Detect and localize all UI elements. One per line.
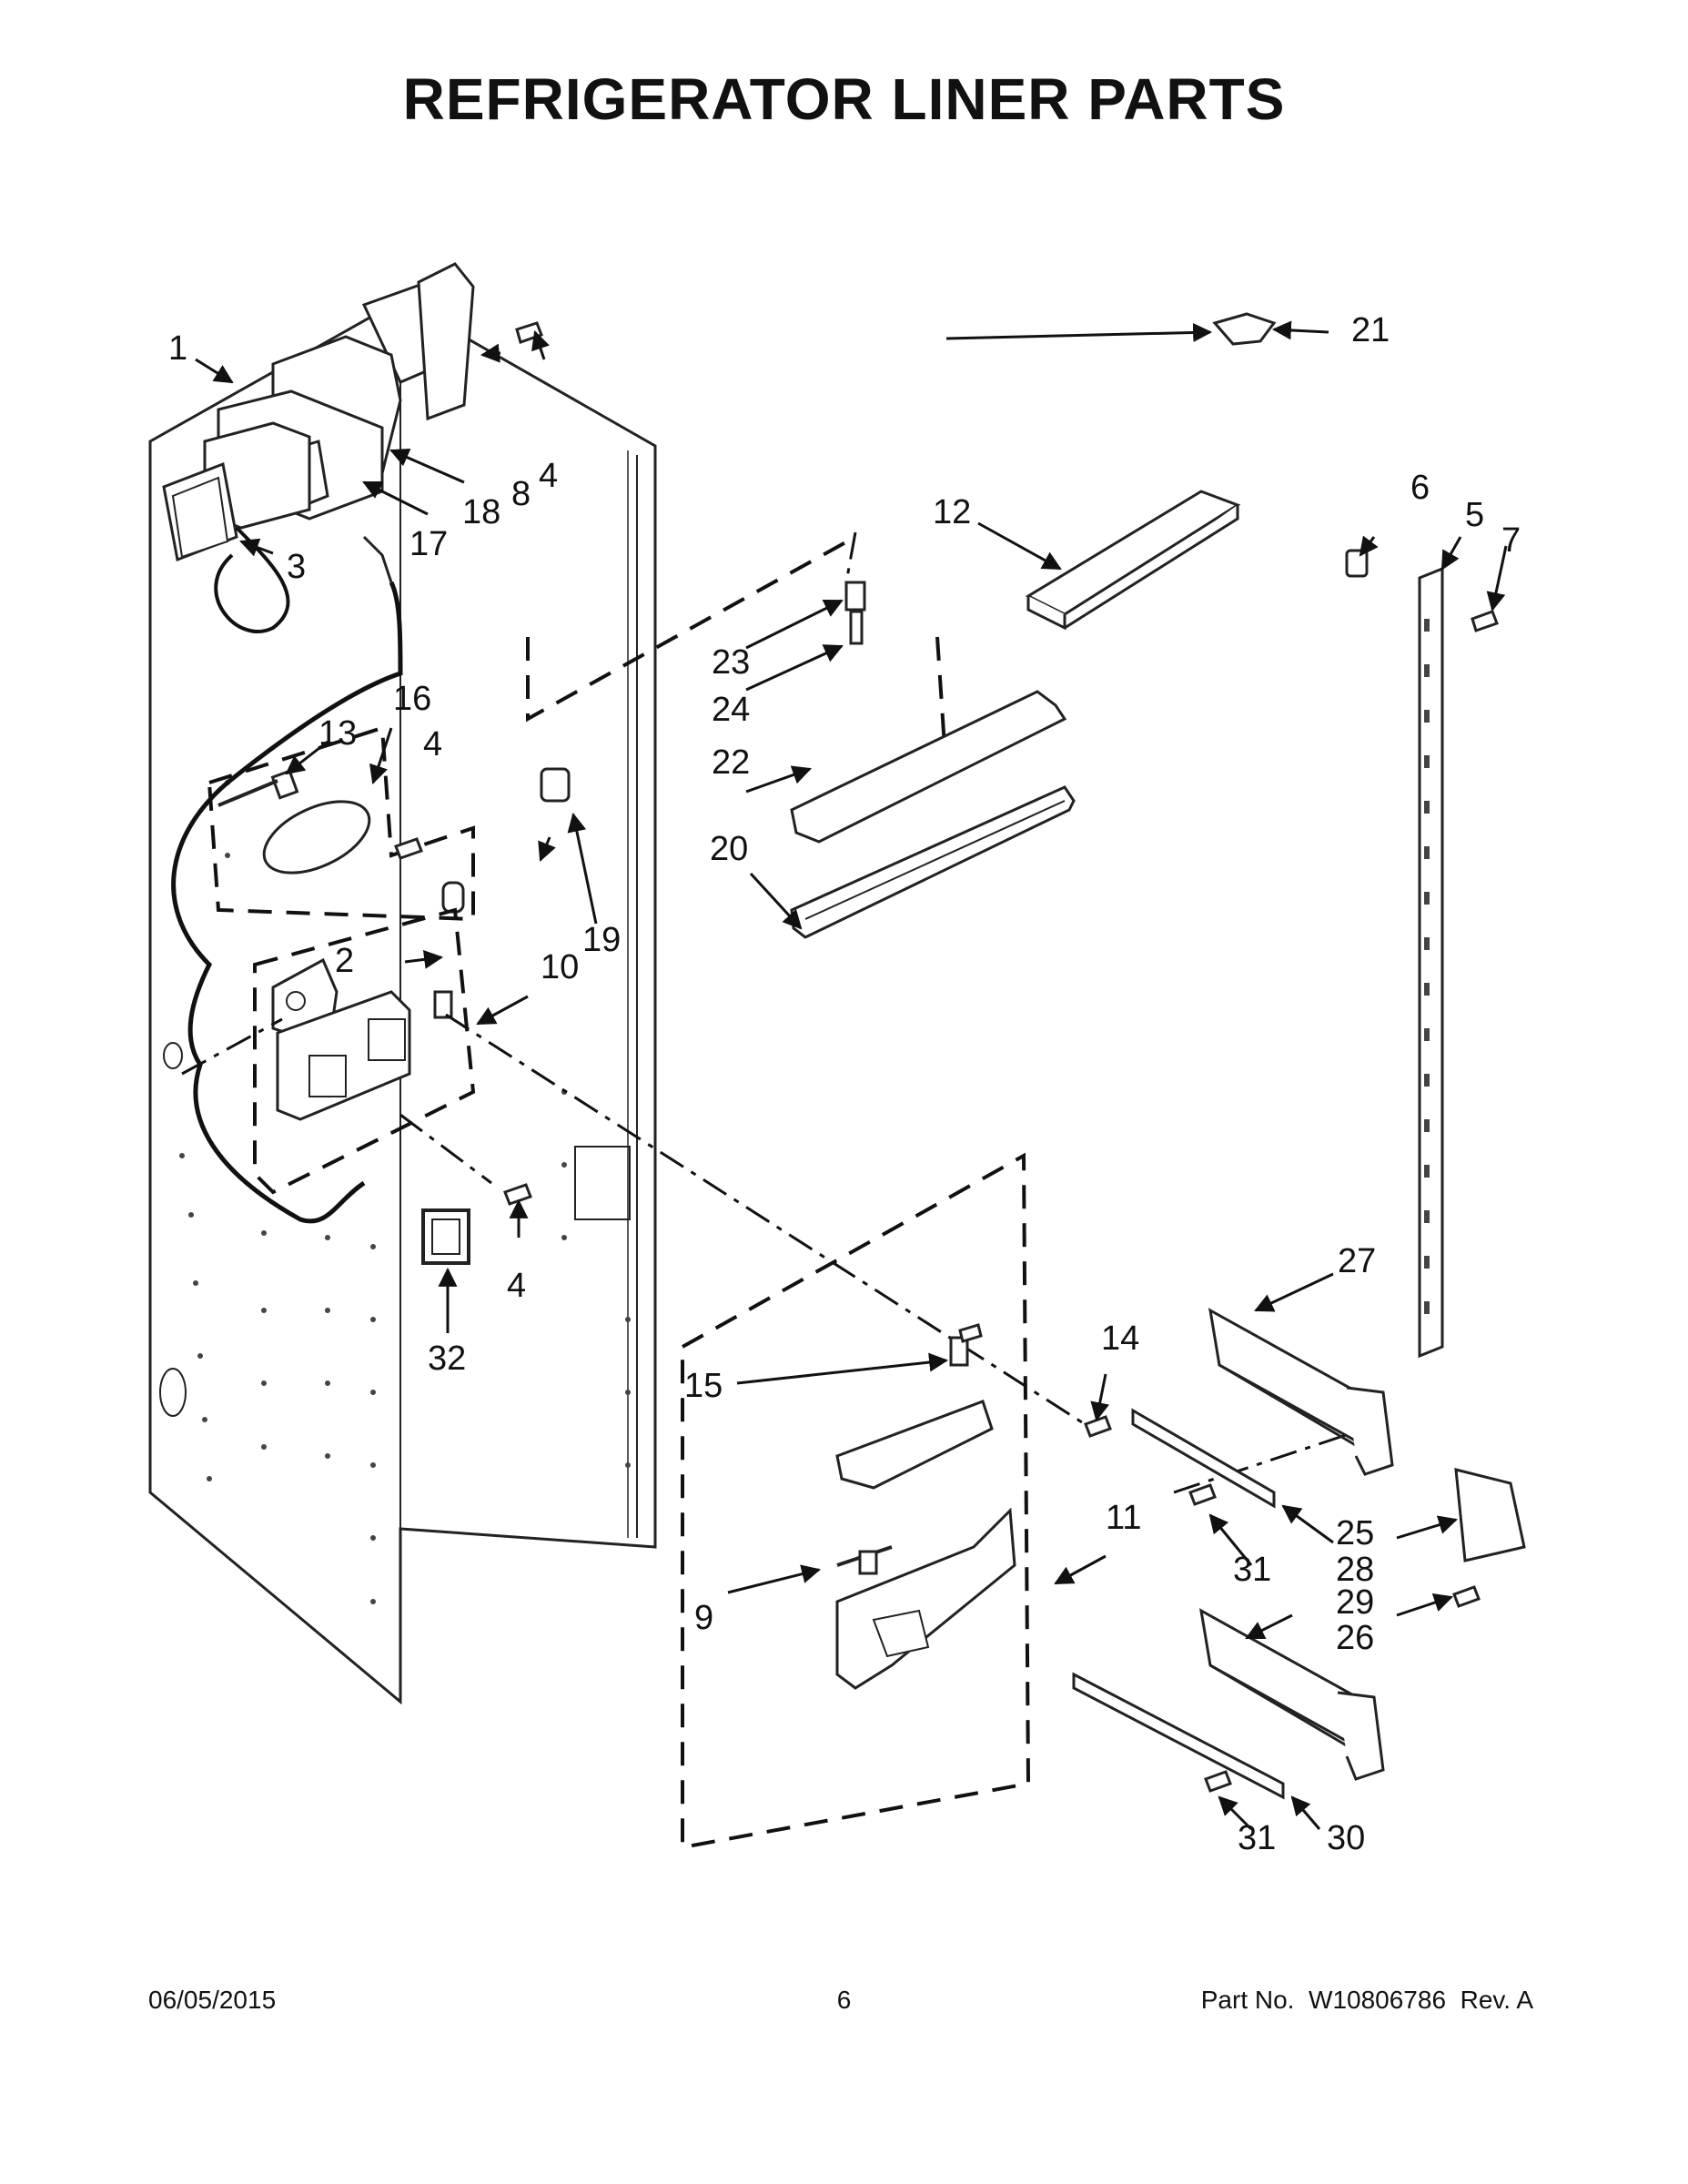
callout-2: 2 bbox=[335, 942, 354, 980]
callout-10: 10 bbox=[541, 948, 579, 986]
callout-4-bottom: 4 bbox=[507, 1267, 526, 1305]
callout-31-lower: 31 bbox=[1238, 1819, 1276, 1857]
slide-rail-28 bbox=[1131, 1408, 1276, 1509]
footer-page-number: 6 bbox=[836, 1986, 852, 2014]
callout-3: 3 bbox=[287, 548, 306, 586]
callout-25: 25 bbox=[1336, 1514, 1374, 1552]
callout-13: 13 bbox=[318, 714, 357, 753]
dashed-group-boxes bbox=[207, 535, 1031, 1850]
callout-27: 27 bbox=[1338, 1242, 1376, 1280]
callout-30: 30 bbox=[1327, 1819, 1365, 1857]
callout-24: 24 bbox=[712, 691, 750, 729]
leader-arrows bbox=[195, 320, 1508, 1831]
callout-4-top: 4 bbox=[539, 457, 558, 495]
shelf-rail bbox=[1418, 566, 1444, 1359]
callout-19: 19 bbox=[582, 921, 621, 959]
light-bracket-22 bbox=[790, 690, 1067, 844]
light-socket-23 bbox=[844, 581, 866, 645]
callout-9: 9 bbox=[694, 1599, 713, 1637]
sensor-19 bbox=[540, 767, 571, 803]
callout-11: 11 bbox=[1106, 1499, 1141, 1537]
callout-21: 21 bbox=[1351, 311, 1390, 349]
gasket-32 bbox=[421, 1208, 470, 1265]
control-housing bbox=[271, 957, 411, 1121]
control-panel-25 bbox=[1454, 1468, 1526, 1562]
callout-5: 5 bbox=[1465, 496, 1484, 534]
centerlines bbox=[181, 531, 1366, 1494]
callout-6: 6 bbox=[1410, 469, 1430, 507]
callout-29: 29 bbox=[1336, 1583, 1374, 1622]
screws bbox=[394, 321, 1499, 1793]
callout-7: 7 bbox=[1501, 521, 1521, 560]
callout-17: 17 bbox=[409, 525, 448, 563]
light-cover-12 bbox=[1025, 490, 1241, 631]
callout-12: 12 bbox=[933, 493, 971, 531]
slide-rail-30 bbox=[1072, 1672, 1285, 1800]
wire-harness bbox=[171, 581, 403, 1224]
revision: Rev. A bbox=[1460, 1986, 1533, 2014]
drawer-cover-29 bbox=[1199, 1608, 1385, 1781]
rail-clip-6 bbox=[1345, 549, 1369, 578]
callout-15: 15 bbox=[684, 1367, 723, 1405]
callout-4-middle: 4 bbox=[423, 725, 442, 763]
callout-32: 32 bbox=[428, 1340, 466, 1378]
drawer-cover-27 bbox=[1208, 1308, 1394, 1476]
top-duct-assembly bbox=[162, 262, 475, 562]
callout-16: 16 bbox=[393, 680, 431, 718]
callout-31-upper: 31 bbox=[1233, 1551, 1271, 1589]
page-title: REFRIGERATOR LINER PARTS bbox=[402, 66, 1286, 132]
part-label: Part No. bbox=[1200, 1986, 1295, 2014]
footer-part-info: Part No. W10806786 Rev. A bbox=[1201, 1986, 1533, 2015]
duct-wire-3 bbox=[214, 526, 290, 633]
callout-23: 23 bbox=[712, 643, 750, 682]
part-number: W10806786 bbox=[1309, 1986, 1447, 2014]
callout-1: 1 bbox=[168, 329, 187, 368]
dimmer-switch bbox=[217, 769, 371, 875]
callout-18: 18 bbox=[462, 493, 500, 531]
callout-26: 26 bbox=[1336, 1619, 1374, 1657]
clip-21 bbox=[1212, 312, 1277, 346]
callout-28: 28 bbox=[1336, 1551, 1374, 1589]
footer-date: 06/05/2015 bbox=[148, 1986, 277, 2014]
callout-14: 14 bbox=[1101, 1320, 1139, 1358]
callout-22: 22 bbox=[712, 743, 750, 782]
callout-20: 20 bbox=[710, 830, 748, 868]
connector-10 bbox=[433, 881, 465, 1019]
filter-housing bbox=[835, 1336, 1016, 1690]
callout-8: 8 bbox=[511, 475, 531, 513]
